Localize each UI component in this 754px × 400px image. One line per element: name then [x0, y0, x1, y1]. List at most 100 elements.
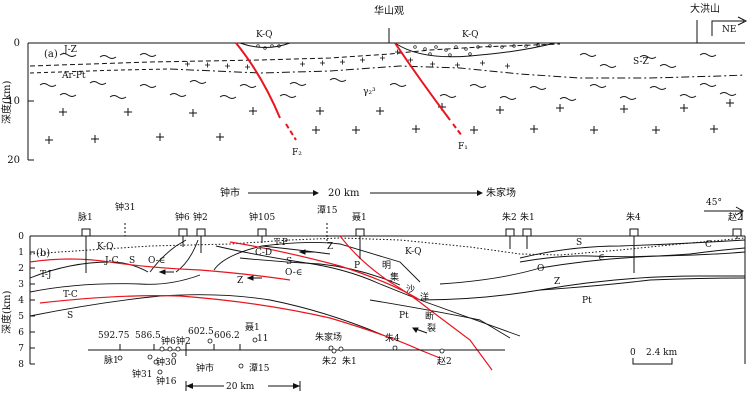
tick-label: 0 — [18, 232, 24, 242]
unit-label: Z — [327, 242, 333, 252]
inset-label: 朱1 — [342, 355, 357, 367]
unit-label: P — [354, 261, 360, 271]
tick-label: 6 — [18, 328, 24, 338]
unit-label: γ₂³ — [363, 87, 376, 97]
inset-label: 赵2 — [437, 355, 452, 367]
inset-label: 钟16 — [156, 375, 177, 387]
unit-label: T-C — [63, 290, 78, 300]
well-label: 潭15 — [317, 205, 338, 216]
inset-label: 11 — [257, 334, 268, 344]
unit-label: T-J — [40, 270, 52, 280]
tick-label: 7 — [18, 344, 24, 354]
tick-label: 3 — [18, 280, 24, 290]
inset-label: 592.75 — [98, 331, 130, 341]
fault-label: F₂ — [292, 148, 302, 158]
well-label: 朱4 — [626, 211, 641, 223]
panel-b: 0 1 2 3 4 5 6 7 8 深度(km) (b) — [0, 198, 746, 392]
fault-f2 — [235, 42, 281, 119]
inset-label: 钟30 — [156, 356, 177, 368]
inset-label: 聂1 — [245, 322, 260, 333]
ne-direction-indicator — [711, 20, 744, 36]
unit-label: S — [286, 257, 292, 267]
well-location-inset: 592.75 586.5 钟6 钟2 602.5 606.2 聂1 11 朱家场… — [88, 322, 505, 392]
inset-label: 潭15 — [249, 363, 270, 374]
unit-label: C — [705, 240, 712, 250]
inset-label: 朱2 — [322, 355, 337, 367]
metamorphic-pattern — [39, 53, 737, 101]
place-label: 华山观 — [374, 4, 404, 17]
y-axis-title: 深度(km) — [0, 81, 13, 124]
detachment-fault-upper — [29, 258, 291, 281]
tick-label: 8 — [18, 360, 24, 370]
unit-label: K-Q — [97, 242, 114, 252]
inset-label: 602.5 — [188, 327, 214, 337]
strata-lines-left — [29, 239, 521, 339]
unit-label: Z — [237, 276, 243, 286]
unconformity-dotted — [29, 237, 746, 256]
panel-a: 0 10 20 深度(km) (a) — [0, 2, 748, 166]
unit-label: Ar-Pt — [61, 71, 86, 81]
scale-bar: 0 2.4 km — [630, 348, 678, 365]
well-label: 钟31 — [115, 201, 135, 213]
distance-label: 20 km — [328, 188, 360, 199]
unit-label: J-Z — [63, 45, 77, 55]
tick-label: 10 — [7, 96, 20, 107]
panel-label: (b) — [36, 248, 50, 259]
tick-label: 2 — [18, 264, 24, 274]
tick-label: 4 — [18, 296, 24, 306]
unit-label: J-C — [104, 256, 119, 266]
place-label: 钟市 — [220, 186, 240, 199]
inset-label: 606.2 — [214, 331, 240, 341]
well-label: 朱2 — [502, 211, 517, 223]
unit-label: ∈ — [598, 253, 605, 263]
unit-label: C-D — [255, 248, 272, 258]
unit-label: Pt — [582, 296, 592, 306]
inset-label: 钟6 — [161, 335, 176, 347]
panel-label: (a) — [44, 49, 58, 60]
well-label: 钟2 — [193, 211, 208, 223]
title-row: 钟市 20 km 朱家场 — [220, 186, 516, 199]
granite-pattern-strip — [185, 49, 510, 70]
fault-name-char: 明 — [382, 260, 391, 271]
unit-label: K-Q — [462, 30, 479, 40]
fault-name-char: 洋 — [420, 291, 429, 303]
well-label: 赵2 — [728, 211, 743, 223]
unit-label: K-Q — [405, 247, 422, 257]
granite-pattern — [45, 99, 734, 144]
tick-label: 5 — [18, 312, 24, 322]
inset-label: 钟31 — [132, 368, 152, 380]
basin-kq-right — [394, 42, 556, 58]
unit-label: O — [537, 264, 544, 274]
unit-label: S — [129, 256, 135, 266]
fault-name-char: 断 — [425, 310, 434, 322]
angle-label: 45° — [706, 198, 722, 208]
well-label: 钟105 — [249, 211, 275, 223]
inset-label: 脉1 — [104, 354, 119, 366]
inset-label: 钟2 — [176, 335, 191, 347]
unit-label: O-∈ — [148, 256, 165, 266]
inset-label: 钟市 — [196, 362, 214, 374]
fault-name-char: 裂 — [427, 323, 436, 334]
basin-kq-left — [239, 42, 291, 48]
fault-name-char: 沙 — [406, 284, 415, 295]
y-axis-title: 深度(km) — [0, 291, 13, 334]
unit-label: K-Q — [256, 30, 273, 40]
well-markers — [81, 223, 742, 273]
strata-lines-right — [419, 239, 746, 301]
unit-label: T-P — [274, 238, 288, 248]
direction-label: NE — [722, 25, 736, 35]
inset-label: 朱4 — [385, 332, 400, 344]
motion-arrows — [158, 249, 428, 334]
place-label: 大洪山 — [690, 2, 720, 15]
mingji-shayang-fault — [339, 235, 493, 371]
fault-label: F₁ — [458, 142, 468, 152]
well-label: 钟6 — [175, 211, 190, 223]
unit-label: Pt — [399, 311, 409, 321]
unit-label: Z — [554, 277, 560, 287]
inset-label: 586.5 — [135, 331, 161, 341]
inset-scale-label: 20 km — [226, 382, 255, 392]
dash-dot-boundary — [169, 65, 746, 79]
well-points — [117, 337, 445, 375]
dashed-boundary — [29, 43, 561, 67]
